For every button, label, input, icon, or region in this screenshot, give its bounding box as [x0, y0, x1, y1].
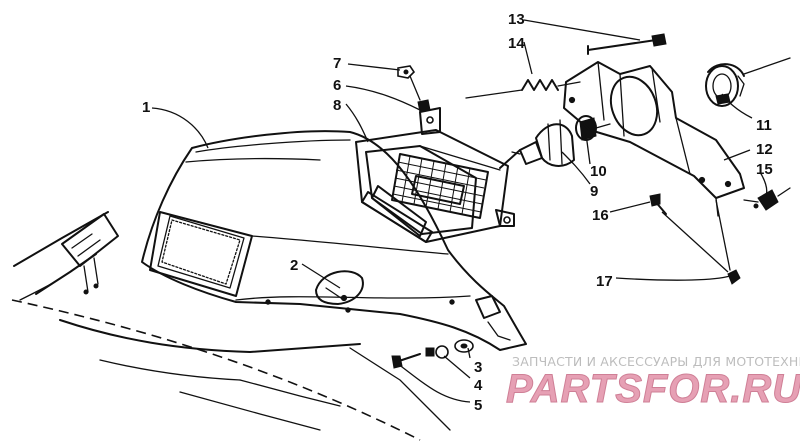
headlight-bracket [563, 61, 745, 217]
callout-12: 12 [756, 141, 773, 158]
watermark: ЗАПЧАСТИ И АКСЕССУАРЫ ДЛЯ МОТОТЕХНИКИ PA… [506, 354, 800, 412]
top-nuts [397, 65, 431, 113]
connector [743, 187, 791, 211]
bulb-and-socket [511, 115, 611, 167]
callout-10: 10 [590, 163, 607, 180]
callout-6: 6 [333, 77, 341, 94]
vehicle-body-outline [11, 211, 451, 441]
callout-7: 7 [333, 55, 341, 72]
fastener-stack [391, 339, 474, 369]
callout-16: 16 [592, 207, 609, 224]
hood [141, 130, 527, 351]
headlight-housing [355, 107, 521, 243]
callout-13: 13 [508, 11, 525, 28]
callout-3: 3 [474, 359, 482, 376]
callout-9: 9 [590, 183, 598, 200]
emblem [315, 270, 364, 305]
bolt-and-nut [649, 193, 741, 285]
callout-2: 2 [290, 257, 298, 274]
watermark-brand: PARTSFOR.RU [506, 367, 800, 411]
callout-labels: 1 2 3 4 5 6 7 8 9 10 11 12 13 14 15 16 1… [142, 11, 773, 414]
callout-1: 1 [142, 99, 150, 116]
callout-15: 15 [756, 161, 773, 178]
boot [705, 57, 791, 107]
spring [465, 79, 581, 99]
adjustment-screw [587, 33, 667, 55]
callout-4: 4 [474, 377, 483, 394]
callout-5: 5 [474, 397, 482, 414]
callout-14: 14 [508, 35, 525, 52]
leader-lines [151, 19, 768, 403]
callout-17: 17 [596, 273, 613, 290]
watermark-tagline: ЗАПЧАСТИ И АКСЕССУАРЫ ДЛЯ МОТОТЕХНИКИ [512, 354, 800, 369]
callout-11: 11 [756, 117, 772, 134]
callout-8: 8 [333, 97, 341, 114]
